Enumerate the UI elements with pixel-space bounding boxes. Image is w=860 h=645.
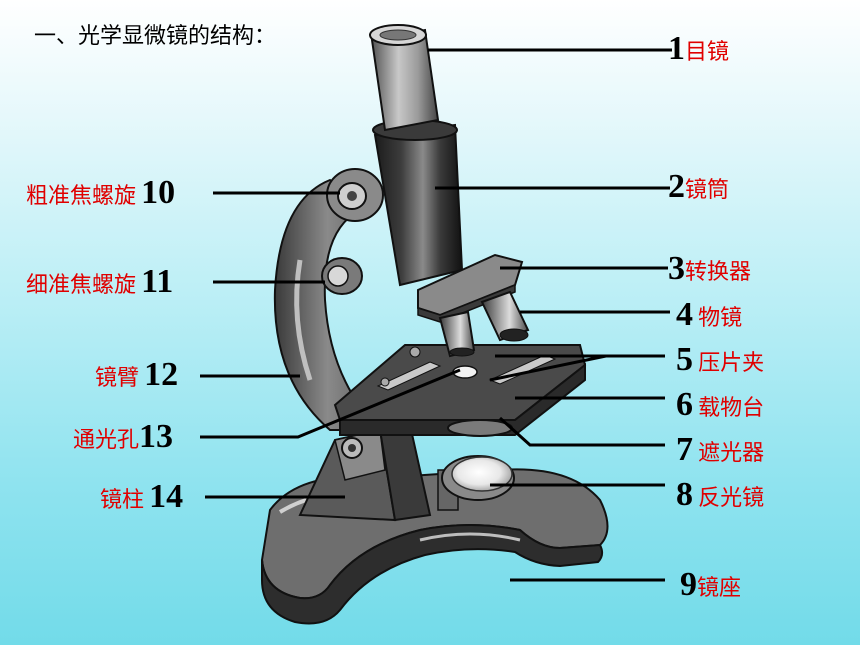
label-number: 7 bbox=[676, 431, 693, 468]
label-number: 4 bbox=[676, 296, 693, 333]
label-coarse-focus: 粗准焦螺旋 10 bbox=[26, 176, 175, 210]
label-body-tube: 2镜筒 bbox=[668, 170, 729, 204]
label-number: 2 bbox=[668, 168, 685, 205]
label-stage-clip: 5 压片夹 bbox=[676, 343, 764, 377]
label-pillar: 镜柱 14 bbox=[100, 480, 183, 514]
label-name: 转换器 bbox=[685, 260, 752, 285]
leader-line-7 bbox=[498, 416, 665, 447]
label-arm: 镜臂 12 bbox=[95, 358, 178, 392]
nosepiece bbox=[417, 253, 524, 323]
label-name: 物镜 bbox=[698, 306, 743, 331]
label-aperture: 通光孔13 bbox=[73, 420, 173, 454]
label-number: 3 bbox=[668, 250, 685, 287]
label-number: 13 bbox=[139, 418, 174, 455]
label-number: 5 bbox=[676, 341, 693, 378]
label-number: 10 bbox=[141, 174, 176, 211]
label-base: 9镜座 bbox=[680, 568, 741, 602]
objectives bbox=[438, 290, 530, 358]
label-mirror: 8 反光镜 bbox=[676, 478, 764, 512]
label-name: 通光孔 bbox=[73, 428, 140, 453]
label-number: 8 bbox=[676, 476, 693, 513]
label-eyepiece: 1目镜 bbox=[668, 32, 729, 66]
label-diaphragm: 7 遮光器 bbox=[676, 433, 764, 467]
pillar bbox=[298, 423, 432, 522]
diaphragm bbox=[447, 419, 513, 437]
label-number: 9 bbox=[680, 566, 697, 603]
label-name: 镜座 bbox=[697, 576, 742, 601]
label-number: 6 bbox=[676, 386, 693, 423]
label-name: 目镜 bbox=[685, 40, 730, 65]
label-name: 反光镜 bbox=[698, 486, 765, 511]
label-name: 压片夹 bbox=[698, 351, 765, 376]
label-nosepiece: 3转换器 bbox=[668, 252, 751, 286]
label-name: 载物台 bbox=[698, 396, 765, 421]
leader-line-5b bbox=[489, 354, 607, 382]
body-tube bbox=[372, 119, 464, 287]
eyepiece bbox=[369, 24, 440, 132]
page-title: 一、光学显微镜的结构： bbox=[34, 24, 277, 49]
label-number: 12 bbox=[144, 356, 179, 393]
label-fine-focus: 细准焦螺旋 11 bbox=[26, 265, 173, 299]
leader-line-13 bbox=[200, 368, 461, 439]
fine-focus-knob bbox=[321, 257, 363, 295]
coarse-focus-knob bbox=[326, 168, 384, 222]
mirror bbox=[437, 455, 515, 511]
label-name: 细准焦螺旋 bbox=[26, 273, 137, 298]
label-name: 粗准焦螺旋 bbox=[26, 184, 137, 209]
label-number: 11 bbox=[141, 263, 174, 300]
label-name: 遮光器 bbox=[698, 441, 765, 466]
label-number: 14 bbox=[149, 478, 184, 515]
leader-lines bbox=[200, 48, 672, 582]
label-stage: 6 载物台 bbox=[676, 388, 764, 422]
label-name: 镜筒 bbox=[685, 178, 730, 203]
label-number: 1 bbox=[668, 30, 685, 67]
label-name: 镜柱 bbox=[100, 488, 145, 513]
label-name: 镜臂 bbox=[95, 366, 140, 391]
label-objective: 4 物镜 bbox=[676, 298, 742, 332]
